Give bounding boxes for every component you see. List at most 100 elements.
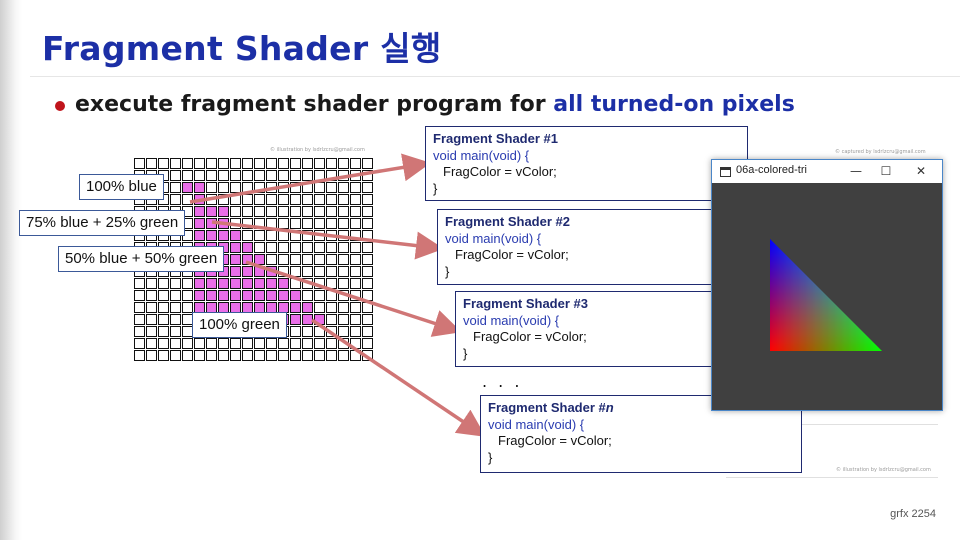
pixel-cell — [338, 266, 349, 277]
pixel-cell — [326, 266, 337, 277]
colored-triangle — [770, 239, 882, 351]
pixel-cell — [278, 194, 289, 205]
pixel-cell — [254, 338, 265, 349]
shader-code-line: } — [433, 180, 438, 196]
pixel-cell — [146, 326, 157, 337]
pixel-cell — [266, 194, 277, 205]
pixel-cell — [242, 230, 253, 241]
pixel-cell — [146, 350, 157, 361]
shader-code-line: FragColor = vColor; — [473, 329, 587, 344]
pixel-cell — [218, 290, 229, 301]
pixel-cell — [302, 290, 313, 301]
shader-code-line: } — [445, 263, 450, 279]
pixel-cell — [338, 242, 349, 253]
pixel-cell — [302, 158, 313, 169]
slide-title: Fragment Shader 실행 — [42, 29, 442, 68]
pixel-cell — [158, 278, 169, 289]
pixel-cell — [242, 350, 253, 361]
label-100-green: 100% green — [192, 312, 287, 338]
pixel-cell — [278, 350, 289, 361]
pixel-cell — [242, 266, 253, 277]
window-app-icon — [720, 167, 731, 177]
pixel-cell — [158, 290, 169, 301]
app-window[interactable]: 06a-colored-tri — ☐ ✕ — [711, 159, 943, 411]
pixel-cell — [242, 290, 253, 301]
pixel-cell — [194, 170, 205, 181]
pixel-cell — [338, 254, 349, 265]
pixel-cell — [170, 338, 181, 349]
pixel-cell — [146, 314, 157, 325]
pixel-cell — [170, 350, 181, 361]
pixel-cell — [338, 206, 349, 217]
pixel-cell — [302, 242, 313, 253]
pixel-cell — [206, 230, 217, 241]
pixel-cell — [338, 158, 349, 169]
pixel-cell — [326, 242, 337, 253]
pixel-cell — [230, 290, 241, 301]
pixel-cell — [350, 302, 361, 313]
maximize-button[interactable]: ☐ — [880, 164, 892, 178]
shader-box-1: Fragment Shader #1 void main(void) { Fra… — [425, 126, 748, 201]
title-divider — [30, 76, 960, 77]
render-canvas — [770, 239, 882, 351]
pixel-cell — [146, 278, 157, 289]
pixel-cell — [230, 242, 241, 253]
pixel-cell — [266, 278, 277, 289]
pixel-cell — [338, 326, 349, 337]
shader-title-n: n — [605, 400, 614, 415]
shader-code-line: FragColor = vColor; — [498, 433, 612, 448]
pixel-cell — [194, 206, 205, 217]
pixel-cell — [350, 206, 361, 217]
pixel-cell — [134, 326, 145, 337]
pixel-cell — [242, 218, 253, 229]
pixel-cell — [266, 242, 277, 253]
pixel-cell — [182, 194, 193, 205]
pixel-cell — [134, 338, 145, 349]
pixel-cell — [170, 314, 181, 325]
close-button[interactable]: ✕ — [915, 164, 927, 178]
shader-title: Fragment Shader #2 — [445, 214, 570, 229]
pixel-cell — [134, 290, 145, 301]
pixel-cell — [290, 194, 301, 205]
pixel-cell — [326, 158, 337, 169]
pixel-cell — [218, 170, 229, 181]
window-title-bar[interactable]: 06a-colored-tri — ☐ ✕ — [712, 160, 942, 183]
pixel-cell — [266, 170, 277, 181]
pixel-cell — [146, 290, 157, 301]
pixel-cell — [158, 302, 169, 313]
pixel-cell — [338, 194, 349, 205]
pixel-cell — [314, 266, 325, 277]
pixel-cell — [230, 230, 241, 241]
credit-divider-2 — [726, 477, 938, 478]
pixel-cell — [362, 266, 373, 277]
minimize-button[interactable]: — — [850, 164, 862, 178]
pixel-cell — [170, 326, 181, 337]
pixel-cell — [170, 170, 181, 181]
pixel-cell — [362, 254, 373, 265]
pixel-cell — [362, 206, 373, 217]
pixel-cell — [206, 158, 217, 169]
arrow-to-shader-1 — [189, 153, 431, 204]
pixel-cell — [278, 218, 289, 229]
pixel-cell — [302, 218, 313, 229]
pixel-cell — [170, 290, 181, 301]
pixel-cell — [182, 338, 193, 349]
shader-code-line: FragColor = vColor; — [455, 247, 569, 262]
shader-title: Fragment Shader #1 — [433, 131, 558, 146]
pixel-cell — [302, 254, 313, 265]
pixel-cell — [314, 338, 325, 349]
pixel-cell — [362, 218, 373, 229]
pixel-cell — [338, 182, 349, 193]
credit-divider-1 — [726, 424, 938, 425]
pixel-cell — [134, 314, 145, 325]
pixel-cell — [158, 326, 169, 337]
arrow-to-shader-2 — [211, 220, 444, 260]
pixel-cell — [206, 278, 217, 289]
shader-code-line: void main(void) { — [445, 230, 542, 246]
pixel-cell — [314, 158, 325, 169]
pixel-cell — [290, 170, 301, 181]
pixel-cell — [182, 170, 193, 181]
pixel-cell — [206, 182, 217, 193]
pixel-cell — [314, 242, 325, 253]
pixel-cell — [170, 182, 181, 193]
